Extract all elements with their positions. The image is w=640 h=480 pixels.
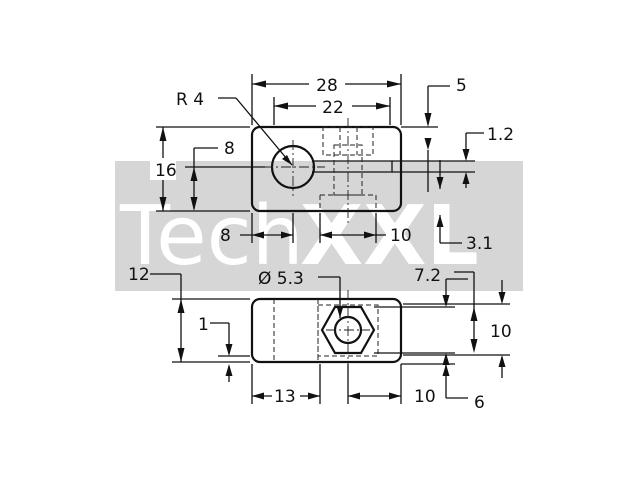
top-view: 28 22 R 4 5 1.2 (150, 72, 514, 254)
dim-tapped-width: 10 (390, 226, 412, 246)
dim-slot-width: 1.2 (487, 125, 514, 145)
dim-slot-offset: 5 (456, 76, 467, 96)
dim-front-height: 12 (128, 265, 150, 285)
dim-bore-diameter: Ø 5.3 (258, 269, 304, 289)
dim-bottom-offset: 6 (474, 393, 485, 413)
top-view-slot (312, 160, 393, 173)
dim-hole-center-from-left: 8 (220, 226, 231, 246)
dim-height: 16 (155, 161, 177, 181)
front-view-hidden-region (317, 304, 379, 357)
dim-nut-height: 7.2 (414, 266, 441, 286)
dim-hole-center-height: 8 (224, 139, 235, 159)
dim-radius: R 4 (176, 90, 204, 110)
dim-slot-depth: 3.1 (466, 234, 493, 254)
front-view-outline (250, 297, 403, 364)
front-view-hex-nut (320, 305, 376, 355)
dim-overall-length: 28 (316, 76, 338, 96)
dim-left-offset: 13 (274, 387, 296, 407)
dim-front-thickness: 10 (490, 322, 512, 342)
watermark-band (115, 161, 523, 291)
watermark: Tech XXL (115, 161, 523, 291)
front-view: 12 1 Ø 5.3 7.2 10 (128, 265, 516, 413)
dim-base-offset: 1 (198, 315, 209, 335)
dim-inner-length: 22 (322, 98, 344, 118)
watermark-text-tech: Tech (119, 189, 304, 284)
dim-nut-width: 10 (414, 387, 436, 407)
